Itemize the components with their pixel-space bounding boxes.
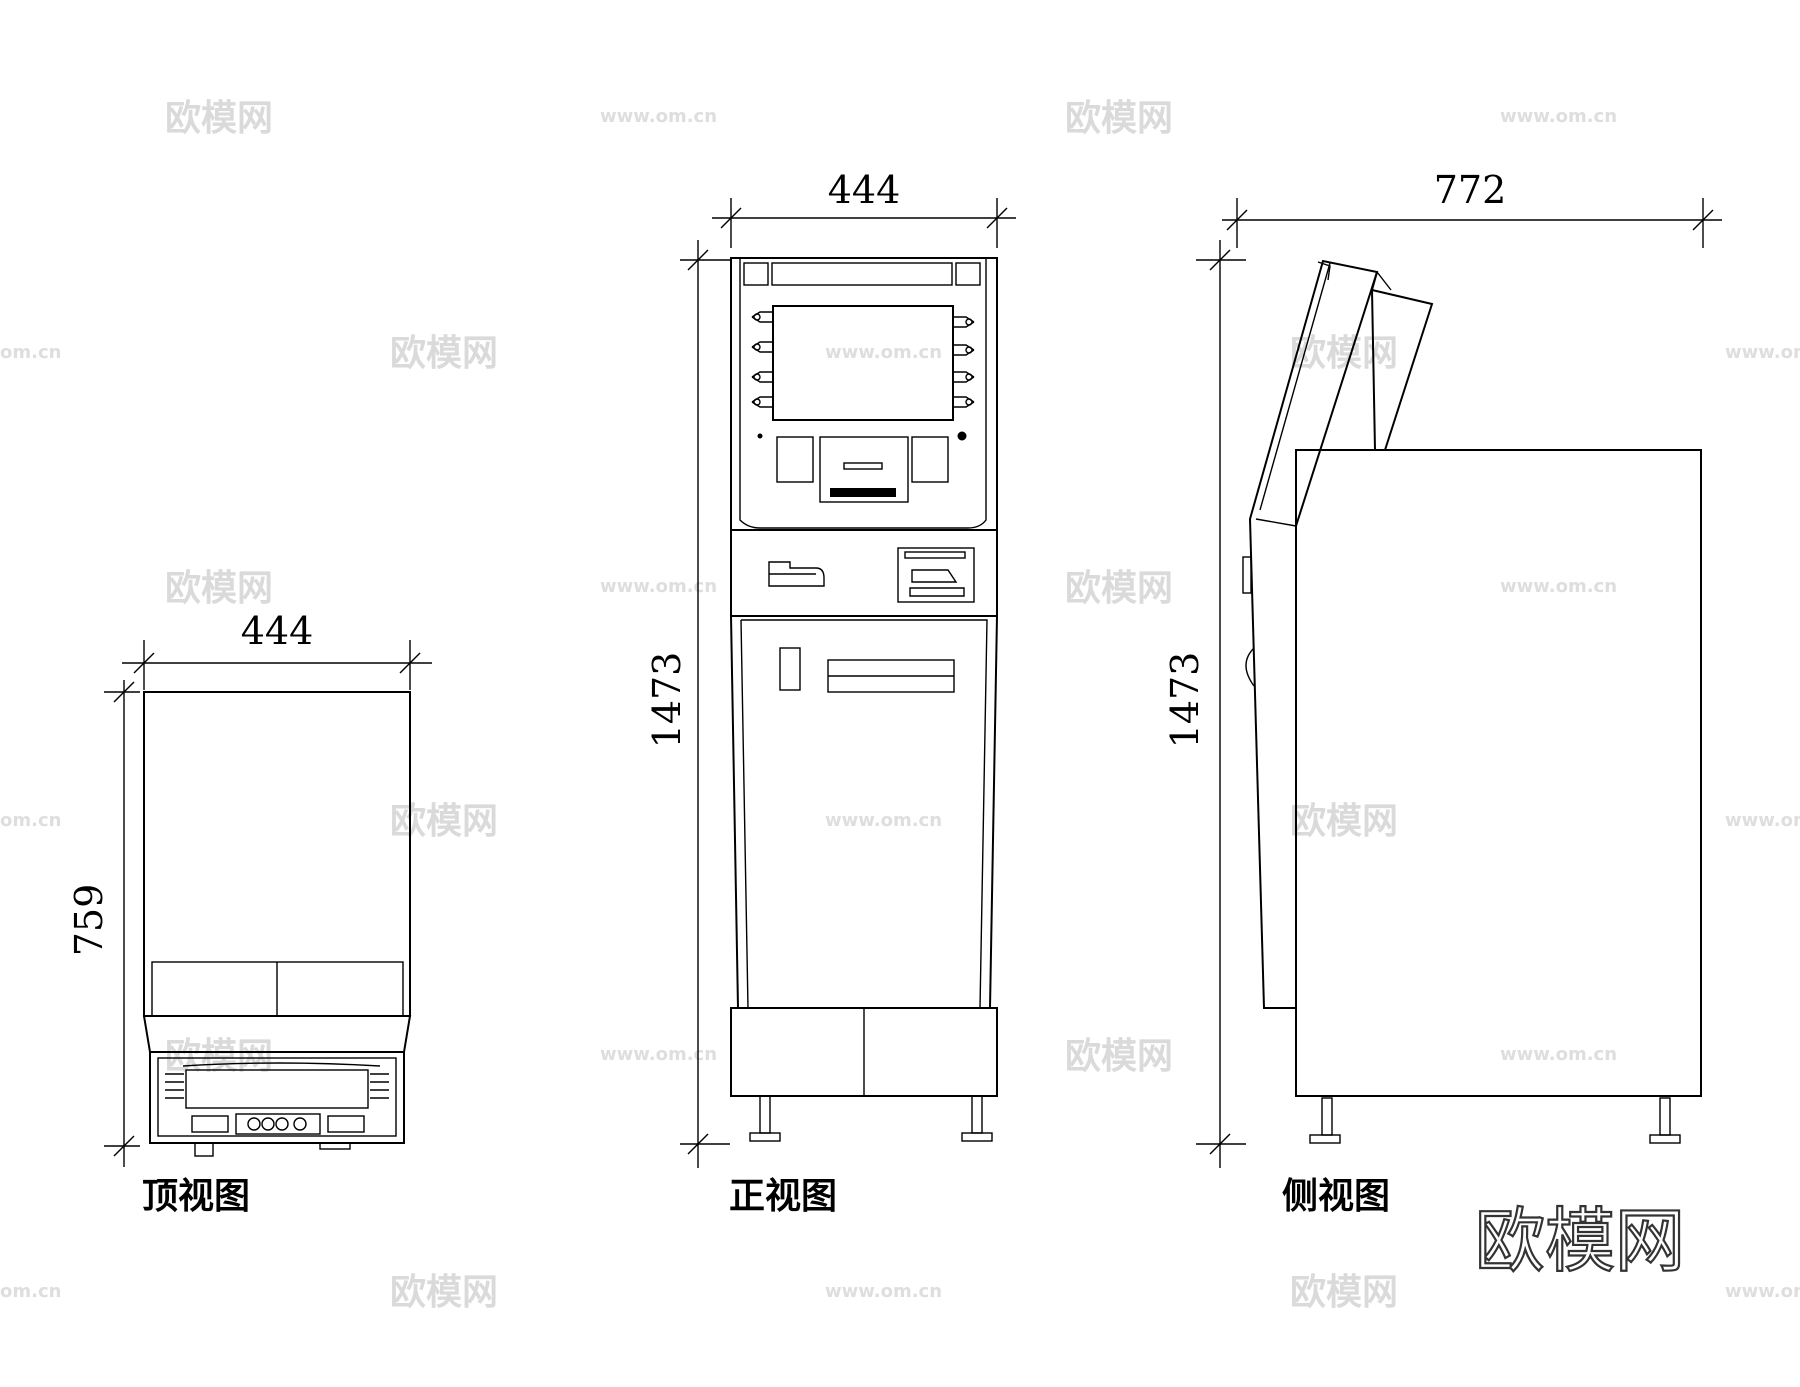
top-view-keypad bbox=[235, 1113, 321, 1135]
front-view-card-panel bbox=[730, 529, 998, 617]
side-view-depth-label: 772 bbox=[1434, 168, 1507, 212]
front-view-receipt-printer bbox=[768, 561, 825, 587]
watermark-url: www.om.cn bbox=[1725, 1281, 1800, 1302]
front-view-height-dimension: 1473 bbox=[645, 240, 730, 1168]
watermark-url: www.om.cn bbox=[600, 576, 717, 597]
watermark-url: www.om.cn bbox=[600, 106, 717, 127]
top-view-screen bbox=[185, 1069, 369, 1109]
watermark-brand: 欧模网 bbox=[390, 333, 498, 374]
side-view-feet bbox=[1309, 1097, 1681, 1144]
watermark-brand: 欧模网 bbox=[165, 568, 273, 609]
top-view-side-keys bbox=[165, 1073, 389, 1099]
front-view-feet bbox=[749, 1095, 993, 1142]
side-view: 772 1473 侧视图 bbox=[1163, 168, 1722, 1217]
front-view-keypad bbox=[830, 488, 896, 497]
watermark-brand: 欧模网 bbox=[165, 98, 273, 139]
watermark-url: www.om.cn bbox=[600, 1044, 717, 1065]
top-view-caption: 顶视图 bbox=[142, 1175, 250, 1217]
watermark-brand: 欧模网 bbox=[390, 801, 498, 842]
watermark-brand: 欧模网 bbox=[390, 1272, 498, 1313]
top-view-width-label: 444 bbox=[241, 609, 314, 653]
brand-watermark: 欧模网 bbox=[1475, 1200, 1685, 1282]
watermark-url: www.om.cn bbox=[825, 810, 942, 831]
watermark-brand: 欧模网 bbox=[1290, 333, 1398, 374]
watermark-url: www.om.cn bbox=[1725, 342, 1800, 363]
front-view-width-label: 444 bbox=[828, 168, 901, 212]
watermark-url: om.cn bbox=[0, 810, 61, 831]
side-view-cabinet bbox=[1295, 449, 1702, 1097]
side-view-height-dimension: 1473 bbox=[1163, 240, 1246, 1168]
watermark-brand: 欧模网 bbox=[1065, 568, 1173, 609]
top-view-depth-label: 759 bbox=[67, 884, 111, 957]
watermark-brand: 欧模网 bbox=[1065, 98, 1173, 139]
front-view-top-lamp bbox=[743, 262, 769, 286]
front-view-fdk-buttons bbox=[751, 311, 975, 408]
top-view-console bbox=[149, 1051, 405, 1144]
watermark-brand: 欧模网 bbox=[1290, 1272, 1398, 1313]
front-view-caption: 正视图 bbox=[729, 1175, 837, 1217]
front-view-deposit-slot bbox=[779, 647, 801, 691]
watermark-url: www.om.cn bbox=[1500, 106, 1617, 127]
front-view-keypad-panel bbox=[819, 436, 909, 503]
watermark-url: om.cn bbox=[0, 1281, 61, 1302]
watermark-url: www.om.cn bbox=[1500, 576, 1617, 597]
front-view-height-label: 1473 bbox=[645, 652, 689, 749]
front-view-width-dimension: 444 bbox=[712, 168, 1016, 248]
watermark-layer: 欧模网 www.om.cn 欧模网 www.om.cn om.cn 欧模网 ww… bbox=[0, 98, 1800, 1313]
top-view: 444 759 顶视图 bbox=[67, 609, 432, 1217]
side-view-caption: 侧视图 bbox=[1282, 1175, 1390, 1217]
watermark-brand: 欧模网 bbox=[165, 1036, 273, 1077]
watermark-url: www.om.cn bbox=[825, 342, 942, 363]
watermark-url: www.om.cn bbox=[825, 1281, 942, 1302]
side-view-depth-dimension: 772 bbox=[1222, 168, 1722, 248]
side-view-screen-hood bbox=[1370, 271, 1434, 451]
watermark-brand: 欧模网 bbox=[1290, 801, 1398, 842]
front-view: 444 1473 bbox=[645, 168, 1016, 1217]
side-view-height-label: 1473 bbox=[1163, 652, 1207, 749]
watermark-url: www.om.cn bbox=[1500, 1044, 1617, 1065]
front-view-topper bbox=[771, 262, 953, 286]
top-view-depth-dimension: 759 bbox=[67, 680, 140, 1167]
front-view-screen bbox=[772, 305, 954, 421]
watermark-url: www.om.cn bbox=[1725, 810, 1800, 831]
top-view-width-dimension: 444 bbox=[122, 609, 432, 690]
top-view-foot bbox=[194, 1142, 214, 1157]
front-view-card-reader bbox=[897, 547, 975, 603]
watermark-url: om.cn bbox=[0, 342, 61, 363]
watermark-brand: 欧模网 bbox=[1065, 1036, 1173, 1077]
